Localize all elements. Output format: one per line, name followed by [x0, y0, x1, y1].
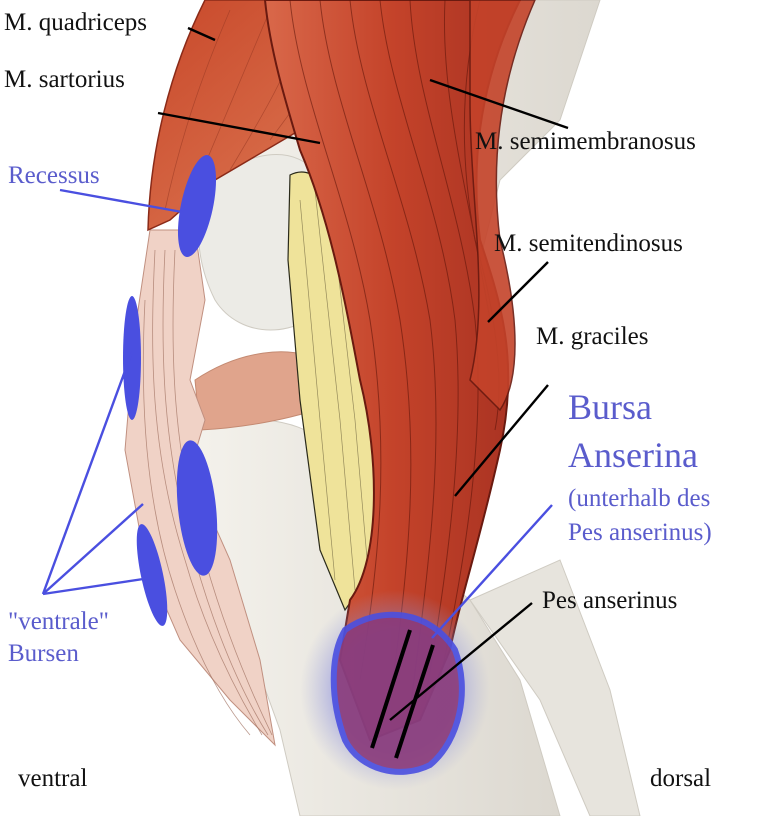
ventral-bursa-2 [176, 440, 218, 576]
leader-ventrale-2 [42, 503, 144, 595]
label-dorsal: dorsal [650, 765, 712, 792]
label-recessus: Recessus [8, 162, 100, 189]
leader-pes-anserinus [389, 602, 533, 721]
label-pes-anserinus: Pes anserinus [542, 587, 678, 614]
leader-sartorius [157, 111, 321, 145]
label-ventral: ventral [18, 765, 88, 792]
leader-bursa-anserina [431, 504, 553, 639]
leader-semimembranosus [429, 78, 569, 130]
leader-recessus [59, 188, 183, 214]
label-semitendinosus: M. semitendinosus [494, 230, 683, 257]
ventral-bursa-1 [123, 296, 141, 420]
leader-ventrale-3 [42, 576, 151, 596]
leader-ventrale-1 [41, 351, 134, 595]
label-anserina: Anserina [568, 435, 698, 475]
label-quadriceps: M. quadriceps [4, 9, 148, 36]
label-semimembranosus: M. semimembranosus [475, 128, 696, 155]
leader-quadriceps [187, 26, 216, 42]
ventral-bursa-3 [136, 524, 168, 626]
recessus-bursa [177, 155, 217, 257]
leader-semitendinosus [487, 261, 549, 323]
label-ventrale: "ventrale" [8, 608, 109, 635]
label-bursa-note-1: (unterhalb des [568, 485, 711, 512]
patellar-tendon [124, 229, 276, 747]
leader-graciles [454, 384, 549, 497]
label-sartorius: M. sartorius [4, 66, 125, 93]
label-bursa-note-2: Pes anserinus) [568, 519, 712, 546]
label-graciles: M. graciles [536, 323, 649, 350]
semimembranosus-muscle [469, 0, 536, 412]
label-bursen: Bursen [8, 640, 79, 667]
label-bursa: Bursa [568, 387, 652, 427]
fibula-bone [469, 559, 641, 816]
